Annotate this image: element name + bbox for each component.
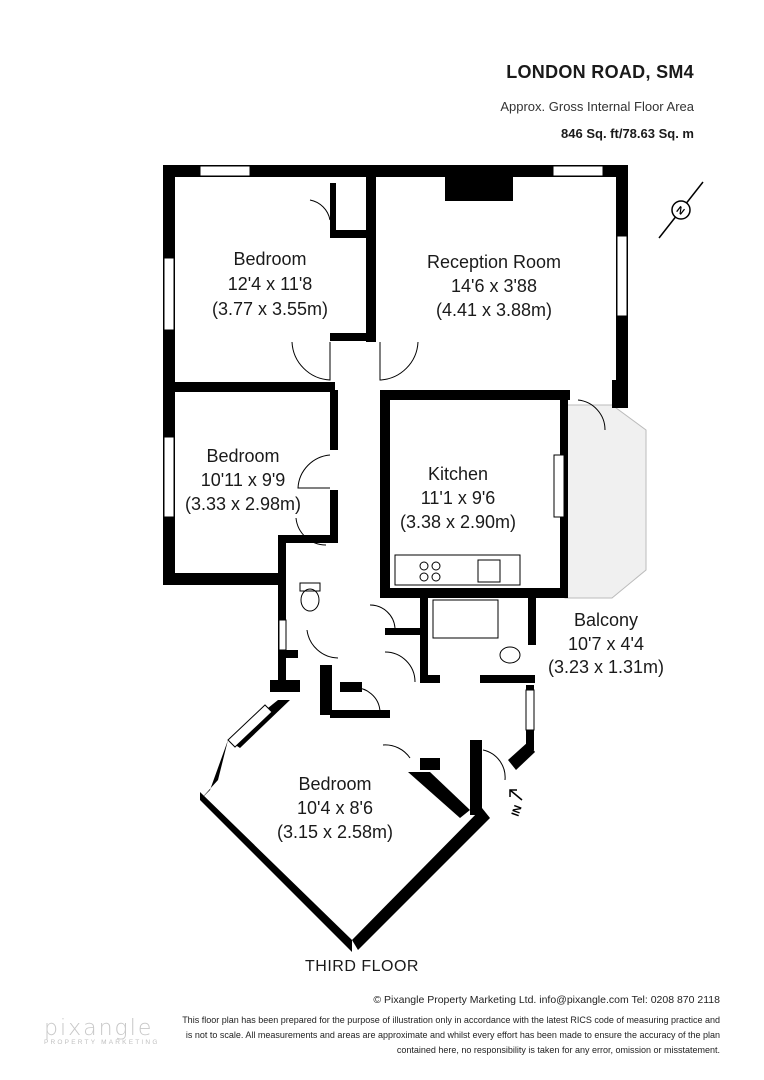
footer-contact: © Pixangle Property Marketing Ltd. info@… — [373, 994, 720, 1006]
toilet-icon — [300, 588, 320, 612]
basin-icon — [499, 646, 521, 664]
hob-icon — [419, 561, 429, 571]
kitchen-imperial: 11'1 x 9'6 — [421, 488, 496, 508]
kitchen-metric: (3.38 x 2.90m) — [400, 512, 516, 532]
area-value: 846 Sq. ft/78.63 Sq. m — [561, 126, 694, 141]
balcony-name: Balcony — [574, 610, 638, 630]
door-swings — [291, 199, 606, 781]
reception-imperial: 14'6 x 3'88 — [451, 276, 537, 296]
logo-word: pixangle — [44, 1016, 154, 1041]
bath-icon — [432, 599, 499, 639]
bedroom2-name: Bedroom — [206, 446, 279, 466]
entrance-arrow-icon — [509, 789, 523, 801]
bedroom3-imperial: 10'4 x 8'6 — [297, 798, 373, 818]
kitchen-name: Kitchen — [428, 464, 488, 484]
room-labels: Bedroom 12'4 x 11'8 (3.77 x 3.55m) Recep… — [185, 249, 664, 842]
entrance-label: IN — [510, 804, 525, 818]
sink-icon — [477, 559, 501, 583]
header: LONDON ROAD, SM4 Approx. Gross Internal … — [500, 60, 694, 141]
reception-metric: (4.41 x 3.88m) — [436, 300, 552, 320]
bedroom1-name: Bedroom — [233, 249, 306, 269]
bedroom1-metric: (3.77 x 3.55m) — [212, 299, 328, 319]
floor-title: THIRD FLOOR — [305, 958, 419, 975]
compass-icon: N — [655, 180, 707, 245]
fixtures — [299, 554, 521, 664]
bedroom1-imperial: 12'4 x 11'8 — [228, 274, 313, 294]
footer-disclaimer: This floor plan has been prepared for th… — [182, 1015, 720, 1055]
bedroom3-name: Bedroom — [298, 774, 371, 794]
bedroom2-metric: (3.33 x 2.98m) — [185, 494, 301, 514]
balcony-imperial: 10'7 x 4'4 — [568, 634, 644, 654]
bedroom3-metric: (3.15 x 2.58m) — [277, 822, 393, 842]
logo-tagline: PROPERTY MARKETING — [44, 1039, 160, 1046]
area-label: Approx. Gross Internal Floor Area — [500, 99, 694, 114]
windows — [163, 165, 628, 748]
kitchen-counter — [394, 554, 521, 586]
reception-name: Reception Room — [427, 252, 561, 272]
pixangle-logo: pixangle PROPERTY MARKETING — [44, 1016, 160, 1046]
address-title: LONDON ROAD, SM4 — [506, 62, 694, 82]
bedroom2-imperial: 10'11 x 9'9 — [201, 470, 286, 490]
balcony-metric: (3.23 x 1.31m) — [548, 657, 664, 677]
balcony-area — [564, 404, 647, 599]
